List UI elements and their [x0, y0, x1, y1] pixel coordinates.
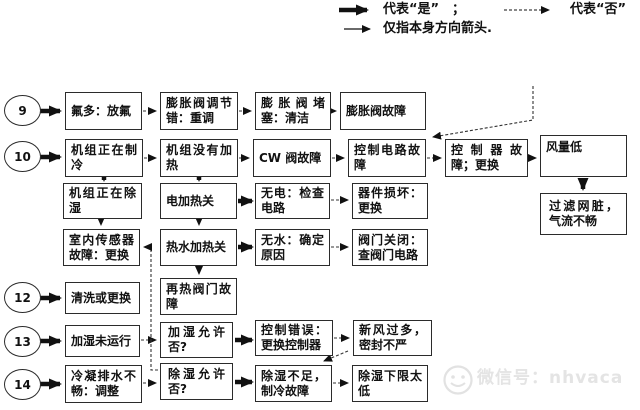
node-low-airflow: 风量低 — [540, 135, 627, 177]
node-hot-water-heater-off: 热水加热关 — [160, 229, 237, 266]
no-arrow-freshair-to-dehumidify — [323, 350, 349, 362]
node-condensate-drain-blocked: 冷凝排水不畅：调整 — [65, 365, 142, 403]
node-unit-dehumidifying: 机组正在除湿 — [63, 183, 142, 219]
node-excess-fresh-air: 新风过多，密封不严 — [353, 320, 432, 356]
node-unit-not-heating: 机组没有加热 — [160, 139, 238, 177]
node-unit-cooling: 机组正在制冷 — [65, 139, 143, 177]
circle-13: 13 — [4, 326, 41, 357]
yes-arrows — [40, 105, 589, 390]
legend-self-label: 仅指本身方向箭头. — [383, 21, 492, 36]
circle-9: 9 — [4, 95, 41, 126]
node-expansion-valve-fault: 膨胀阀故障 — [340, 92, 426, 130]
node-no-power-check-circuit: 无电：检查电路 — [255, 183, 330, 219]
node-humidify-permitted: 加湿允许否? — [160, 322, 233, 358]
no-arrow-dehumidify-to-sensor — [143, 243, 163, 371]
node-dehumidify-permitted: 除湿允许否? — [160, 363, 233, 400]
node-dehumidify-lower-limit: 除湿下限太低 — [352, 365, 428, 402]
node-clean-or-replace: 清洗或更换 — [65, 282, 140, 314]
no-arrows — [97, 86, 537, 387]
node-valve-closed-check-circuit: 阀门关闭：查阀门电路 — [352, 229, 428, 266]
node-no-water-find-cause: 无水：确定原因 — [255, 229, 330, 266]
legend-no-label: 代表“否” — [570, 2, 627, 17]
node-expansion-valve-misadjusted: 膨胀阀调节错：重调 — [160, 92, 238, 130]
node-electric-heater-off: 电加热关 — [160, 183, 237, 219]
circle-10: 10 — [4, 141, 41, 172]
node-excess-refrigerant: 氟多：放氟 — [65, 92, 142, 130]
watermark-text: 微信号：nhvaca — [477, 368, 624, 388]
wechat-face-icon — [443, 365, 473, 395]
node-control-error-replace-controller: 控制错误：更换控制器 — [255, 320, 333, 356]
node-control-circuit-fault: 控制电路故障 — [348, 139, 426, 177]
node-humidifier-not-running: 加湿未运行 — [65, 325, 140, 357]
node-room-sensor-fault-replace: 室内传感器故障：更换 — [63, 229, 140, 266]
legend-arrow-samples — [339, 4, 550, 33]
node-component-damaged-replace: 器件损坏：更换 — [352, 183, 428, 219]
legend-yes-label: 代表“是” — [383, 2, 440, 17]
circle-14: 14 — [4, 369, 41, 400]
node-reheat-valve-fault: 再热阀门故障 — [160, 278, 237, 315]
no-arrow-topright-to-control-circuit — [432, 86, 534, 140]
node-controller-fault-replace: 控制器故障；更换 — [445, 139, 528, 177]
circle-12: 12 — [4, 282, 41, 313]
node-expansion-valve-clogged: 膨胀阀堵塞：清洁 — [255, 92, 331, 130]
node-cw-valve-fault: CW 阀故障 — [253, 139, 331, 177]
node-dehumidify-insufficient: 除湿不足，制冷故障 — [255, 365, 332, 402]
node-dirty-filter: 过滤网脏，气流不畅 — [540, 193, 627, 235]
legend-separator: ； — [452, 2, 466, 17]
